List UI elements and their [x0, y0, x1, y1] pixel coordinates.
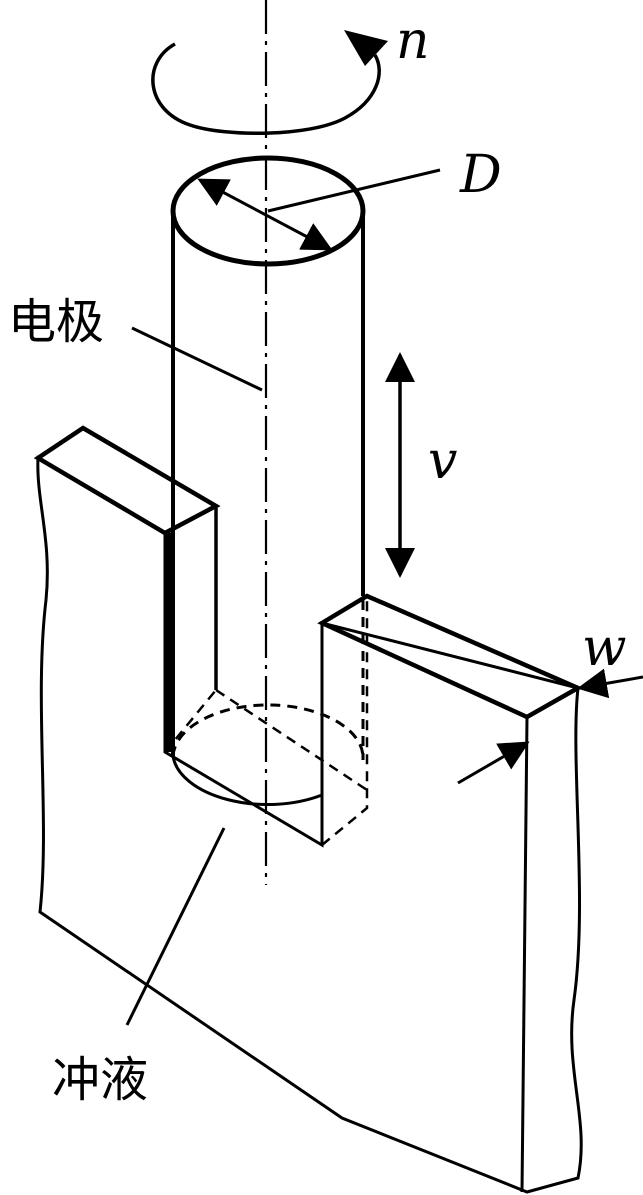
- workpiece-left-top-face: [33, 425, 221, 536]
- diameter-leader: [267, 168, 441, 213]
- workpiece-front-face: [36, 455, 583, 1194]
- electrode-leader: [131, 326, 263, 392]
- workpiece-right-front-edge: [520, 716, 529, 1193]
- feed-speed-label: v: [428, 431, 457, 491]
- diameter-label: D: [459, 145, 502, 205]
- electrode-bottom-front: [171, 755, 323, 807]
- rotation-arrowhead: [344, 30, 388, 66]
- slot-width-arrow-right: [577, 668, 643, 699]
- flushing-leader: [125, 827, 226, 1026]
- slot-width-arrow-left: [457, 741, 530, 785]
- flushing-label: 冲液: [52, 1052, 148, 1108]
- electrode-label: 电极: [8, 294, 104, 350]
- electrode-bottom-hidden: [171, 703, 365, 761]
- slot-width-label: w: [582, 618, 627, 678]
- rotation-arrow: [151, 42, 381, 136]
- rotation-label: n: [396, 11, 430, 71]
- slot-floor-hidden: [164, 596, 369, 846]
- diameter-arrow: [197, 178, 333, 251]
